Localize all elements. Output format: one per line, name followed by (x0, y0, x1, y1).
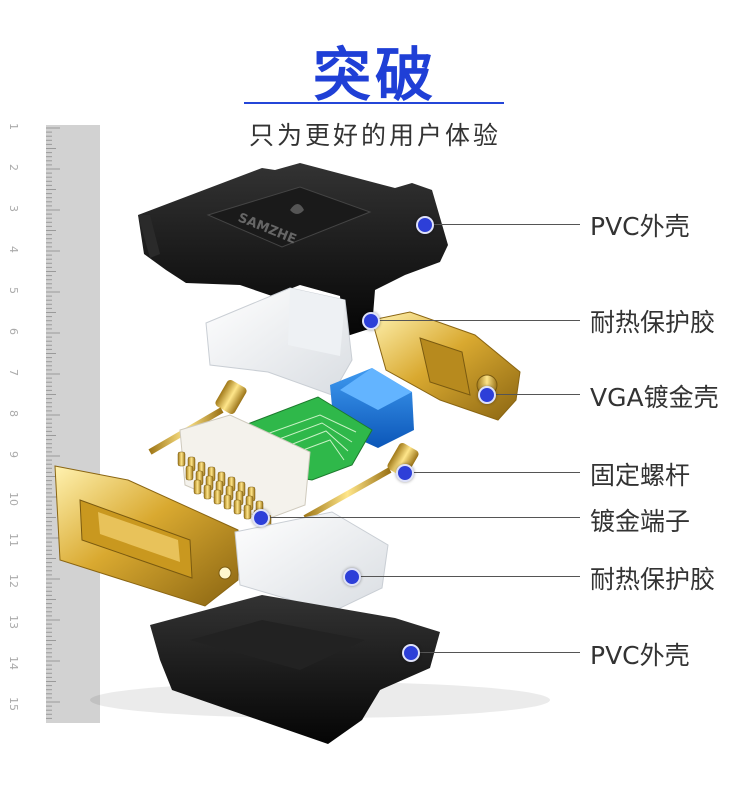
marker-pvc-top (416, 216, 434, 234)
ruler-number: 3 (7, 205, 20, 212)
title-underline (244, 102, 504, 104)
leader-screw (405, 472, 580, 473)
leader-protector-bottom (352, 576, 580, 577)
ruler-strip (46, 125, 100, 723)
label-pvc-shell-bottom: PVC外壳 (590, 641, 690, 670)
marker-protector-top (362, 312, 380, 330)
label-fixing-screw: 固定螺杆 (590, 461, 691, 490)
ruler-number: 5 (7, 287, 20, 294)
leader-pvc-top (425, 224, 580, 225)
ruler-number: 7 (7, 369, 20, 376)
gold-pin (223, 494, 232, 510)
dvi-gold-shell (54, 465, 239, 607)
label-gold-terminal: 镀金端子 (590, 507, 691, 536)
bottom-heat-protector (234, 511, 389, 613)
label-heat-protector-bottom: 耐热保护胶 (590, 565, 716, 594)
bottom-pvc-shell (150, 595, 440, 744)
ruler-number: 15 (7, 697, 20, 711)
page-subtitle: 只为更好的用户体验 (248, 121, 501, 150)
gold-pin (233, 499, 242, 515)
label-heat-protector-top: 耐热保护胶 (590, 308, 716, 337)
ruler-number: 14 (7, 656, 20, 670)
marker-pvc-bottom (402, 644, 420, 662)
ruler-number: 12 (7, 574, 20, 588)
ruler-number: 11 (7, 533, 20, 547)
label-vga-gold-shell: VGA镀金壳 (590, 383, 719, 412)
marker-vga-shell (478, 386, 496, 404)
ruler-number: 10 (7, 492, 20, 506)
ruler-number: 1 (7, 123, 20, 130)
gold-pin (213, 489, 222, 505)
gold-pin (193, 479, 202, 495)
marker-gold-pins (252, 509, 270, 527)
page-title: 突破 (312, 41, 437, 109)
marker-protector-bottom (343, 568, 361, 586)
label-pvc-shell-top: PVC外壳 (590, 212, 690, 241)
leader-gold-pins (262, 517, 580, 518)
gold-pin (177, 451, 186, 467)
top-heat-protector (205, 287, 353, 396)
ruler-number: 4 (7, 246, 20, 253)
leader-vga-shell (487, 394, 580, 395)
ruler-number: 8 (7, 410, 20, 417)
ruler-number: 9 (7, 451, 20, 458)
top-pvc-shell: SAMZHE (138, 163, 448, 337)
gold-pin (203, 484, 212, 500)
marker-screw (396, 464, 414, 482)
ruler-number: 6 (7, 328, 20, 335)
leader-protector-top (372, 320, 580, 321)
gold-pin (243, 504, 252, 520)
gold-pin (185, 465, 194, 481)
ruler-number: 13 (7, 615, 20, 629)
ruler-number: 2 (7, 164, 20, 171)
ruler-ticks (46, 127, 60, 719)
leader-pvc-bottom (412, 652, 580, 653)
